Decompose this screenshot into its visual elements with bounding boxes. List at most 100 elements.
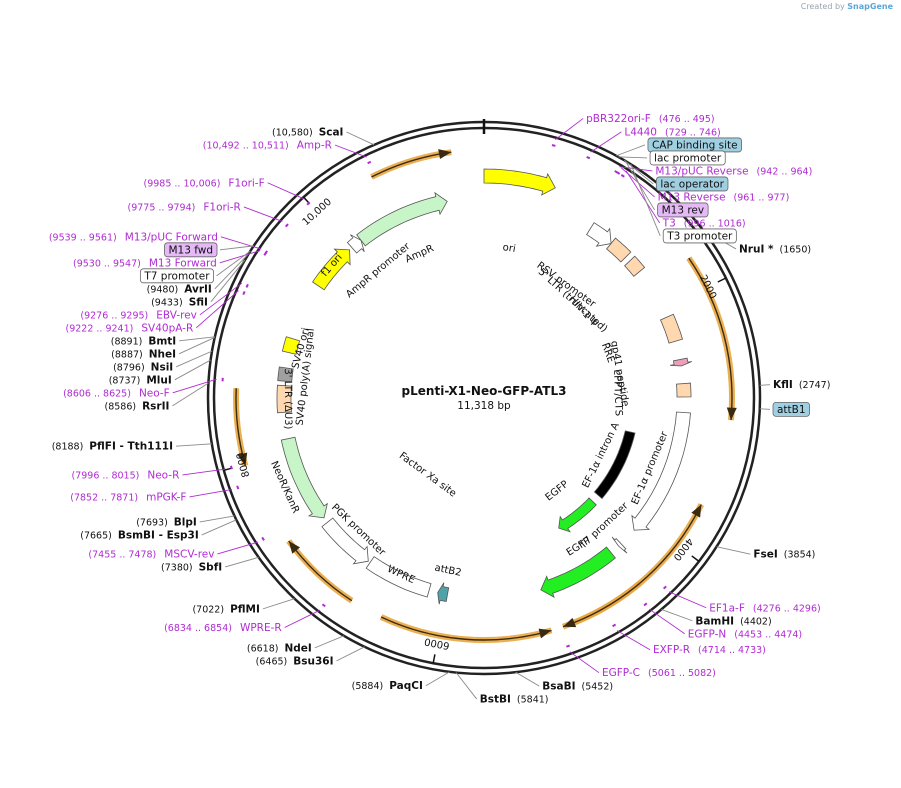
enz-leader-line bbox=[174, 359, 211, 381]
primer-mscv-rev-name: MSCV-rev bbox=[164, 548, 214, 560]
feature-label-egfp: EGFP bbox=[544, 479, 571, 504]
snapgene-logo: SnapGene bbox=[847, 2, 893, 11]
box-t7-promoter bbox=[139, 268, 214, 284]
prim-leader-line bbox=[668, 591, 707, 609]
enz-leader-line bbox=[661, 609, 693, 622]
primer-neo-f-position: (8606 .. 8625) bbox=[63, 388, 131, 399]
enzyme-bamhi-position: (4402) bbox=[740, 616, 772, 627]
primer-site-mark bbox=[551, 144, 556, 147]
enz-leader-line bbox=[175, 443, 212, 447]
box-lac-promoter-label: lac promoter bbox=[654, 152, 722, 164]
feature-f1-ori-shape bbox=[312, 248, 351, 291]
enzyme-pflmi-position: (7022) bbox=[192, 604, 224, 615]
primer-site-mark bbox=[236, 485, 240, 490]
plasmid-size: 11,318 bp bbox=[457, 400, 511, 412]
enzyme-bsmbi-esp3i-name: BsmBI - Esp3I bbox=[118, 529, 199, 541]
feature-neor-kanr-shape bbox=[280, 436, 328, 519]
box-lac-operator-label: lac operator bbox=[660, 178, 724, 190]
enzyme-rsrii-name: RsrII bbox=[142, 400, 169, 412]
enz-leader-line bbox=[201, 519, 237, 536]
box-m13-rev bbox=[657, 202, 709, 218]
prim-leader-line bbox=[219, 250, 261, 264]
feature-label-factor-xa-site: Factor Xa site bbox=[397, 450, 458, 499]
orf-arrowhead bbox=[538, 628, 552, 639]
primer-sv40pa-r-position: (9222 .. 9241) bbox=[66, 323, 134, 334]
prim-leader-line bbox=[590, 131, 622, 153]
enzyme-pflfi-tth111i-name: PflFI - Tth111I bbox=[89, 441, 173, 453]
primer-egfp-n-position: (4453 .. 4474) bbox=[734, 629, 802, 640]
prim-leader-line bbox=[267, 182, 305, 200]
enz-leader-line bbox=[346, 131, 375, 146]
watermark-prefix: Created by bbox=[800, 2, 845, 11]
box-attb1 bbox=[772, 401, 810, 417]
primer-site-mark bbox=[620, 174, 625, 178]
enzyme-sbfi-name: SbfI bbox=[199, 561, 223, 573]
primer-site-mark bbox=[643, 602, 648, 607]
primer-wpre-r-position: (6834 .. 6854) bbox=[164, 623, 232, 634]
prim-leader-line bbox=[569, 651, 600, 674]
box-t3-promoter bbox=[662, 228, 737, 244]
enzyme-nhei-name: NheI bbox=[149, 348, 176, 360]
enz-leader-line bbox=[336, 646, 365, 662]
prim-leader-line bbox=[555, 118, 584, 141]
tick-mark-4000 bbox=[691, 555, 700, 562]
enzyme-bsu36i-name: Bsu36I bbox=[293, 655, 333, 667]
box-lac-promoter bbox=[649, 150, 726, 166]
feature-egfp-shape bbox=[558, 497, 597, 533]
primer-l4440-position: (729 .. 746) bbox=[665, 127, 721, 138]
prim-leader-line bbox=[616, 630, 651, 651]
primer-egfp-c-position: (5061 .. 5082) bbox=[648, 668, 716, 679]
box-leader-line bbox=[216, 250, 251, 277]
tick-mark-2000 bbox=[717, 277, 727, 283]
primer-site-mark bbox=[566, 644, 570, 648]
box-leader-line bbox=[625, 160, 655, 211]
prim-leader-line bbox=[243, 206, 283, 222]
prim-leader-line bbox=[619, 166, 653, 172]
enz-leader-line bbox=[716, 546, 751, 555]
enzyme-nrui-position: (1650) bbox=[780, 244, 812, 255]
feature-label-3-ltr-u3: 3' LTR (ΔU3) bbox=[282, 368, 293, 429]
enzyme-blpi-name: BlpI bbox=[174, 516, 197, 528]
primer-f1ori-r-position: (9775 .. 9794) bbox=[127, 202, 195, 213]
enzyme-ndei-position: (6618) bbox=[247, 643, 279, 654]
primer-site-mark bbox=[306, 201, 311, 206]
enzyme-bamhi-name: BamHI bbox=[695, 615, 734, 627]
feature-5-ltr-truncated-shape bbox=[606, 237, 632, 263]
primer-site-mark bbox=[229, 465, 233, 470]
box-attb1-label: attB1 bbox=[777, 404, 806, 416]
enzyme-bsmbi-esp3i-position: (7665) bbox=[80, 530, 112, 541]
enzyme-fsei-name: FseI bbox=[753, 549, 777, 561]
primer-pbr322ori-f-name: pBR322ori-F bbox=[586, 113, 651, 125]
tick-label-2000: 2000 bbox=[697, 273, 718, 301]
prim-leader-line bbox=[220, 236, 262, 250]
enzyme-blpi-position: (7693) bbox=[136, 517, 168, 528]
orf-arrowhead bbox=[562, 617, 577, 628]
primer-l4440-name: L4440 bbox=[624, 126, 657, 138]
enz-leader-line bbox=[176, 350, 213, 368]
primer-ebv-rev-position: (9276 .. 9295) bbox=[80, 310, 148, 321]
primer-m13-reverse-name: M13 Reverse bbox=[658, 191, 726, 203]
box-lac-operator bbox=[655, 176, 729, 192]
primer-f1ori-f-position: (9985 .. 10,006) bbox=[144, 178, 221, 189]
feature-sv40-poly-a-signal-shape bbox=[277, 366, 294, 383]
feature-t7-promoter-shape bbox=[611, 536, 628, 554]
enzyme-mlui-position: (8737) bbox=[109, 375, 141, 386]
primer-f1ori-r-name: F1ori-R bbox=[203, 201, 240, 213]
enz-leader-line bbox=[214, 253, 250, 290]
primer-site-mark bbox=[586, 156, 591, 160]
enz-leader-line bbox=[172, 382, 209, 407]
feature-ampr-promoter-shape bbox=[346, 234, 365, 254]
enzyme-avrii-name: AvrII bbox=[184, 283, 212, 295]
tick-label-10-000: 10,000 bbox=[301, 197, 334, 229]
box-leader-line bbox=[630, 164, 661, 237]
primer-m13-puc-forward-name: M13/pUC Forward bbox=[125, 231, 218, 243]
feature-attb2-shape bbox=[437, 582, 450, 605]
primer-site-mark bbox=[245, 283, 249, 288]
orf-arc bbox=[286, 539, 354, 604]
primer-t3-name: T3 bbox=[662, 217, 676, 229]
feature-egfp-shape bbox=[540, 546, 616, 598]
primer-site-mark bbox=[616, 171, 621, 175]
enzyme-scai-name: ScaI bbox=[319, 127, 344, 139]
primer-ef1a-f-position: (4276 .. 4296) bbox=[753, 603, 821, 614]
enzyme-nsii-name: NsiI bbox=[151, 361, 174, 373]
